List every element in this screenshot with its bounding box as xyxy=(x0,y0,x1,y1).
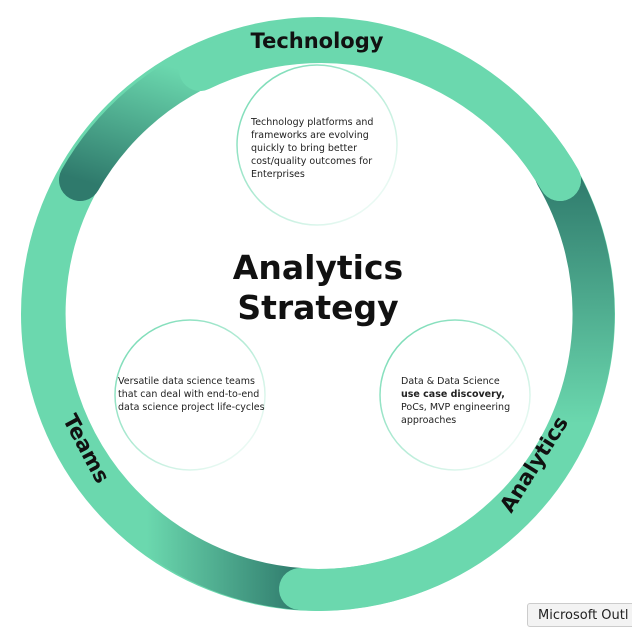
analytics-circle xyxy=(379,319,531,471)
center-title: Analytics Strategy xyxy=(180,248,456,328)
analytics-desc-rest: PoCs, MVP engineering approaches xyxy=(401,402,511,426)
ring-segment-analytics xyxy=(297,154,615,611)
technology-description: Technology platforms and frameworks are … xyxy=(251,117,374,180)
teams-circle xyxy=(114,319,266,471)
title-line-2: Strategy xyxy=(237,288,399,327)
technology-circle xyxy=(236,64,398,226)
analytics-description: Data & Data Science use case discovery, … xyxy=(401,375,531,427)
taskbar-tooltip: Microsoft Outl xyxy=(527,603,632,627)
ring-segment-teams xyxy=(23,164,302,610)
technology-label: Technology xyxy=(251,29,384,53)
analytics-desc-bold: use case discovery, xyxy=(401,389,505,400)
teams-description: Versatile data science teams that can de… xyxy=(118,376,265,413)
title-line-1: Analytics xyxy=(232,248,404,287)
analytics-desc-plain: Data & Data Science xyxy=(401,376,500,387)
